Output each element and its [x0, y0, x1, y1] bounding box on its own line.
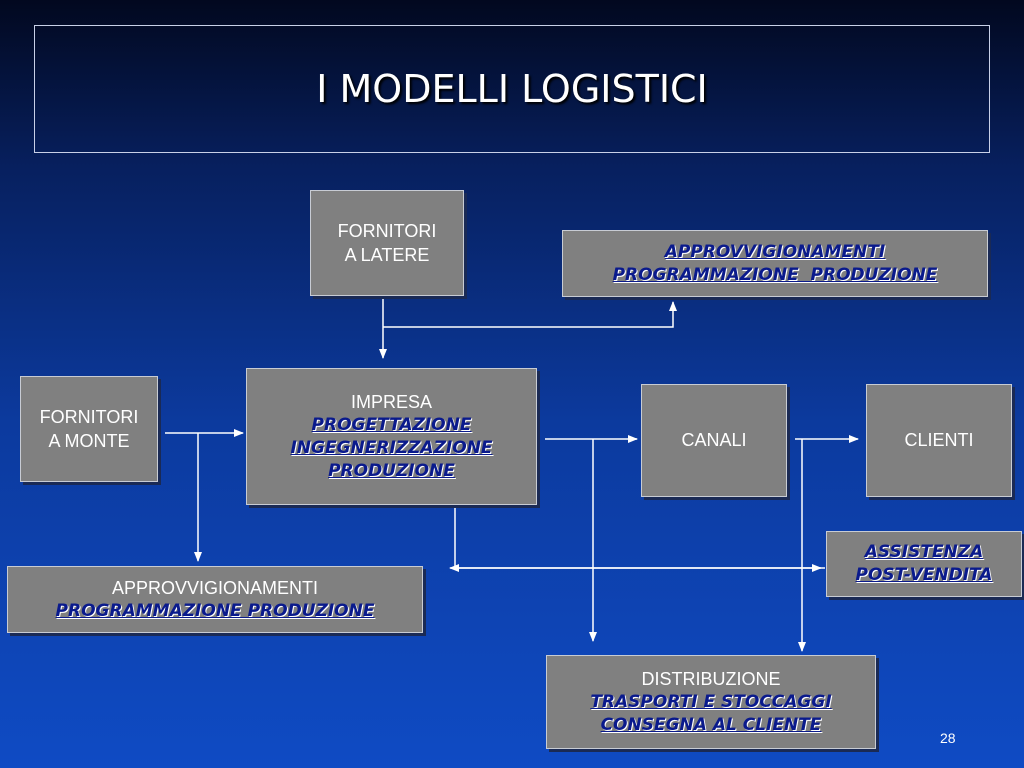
node-fornitori-a-monte: FORNITORI A MONTE: [20, 376, 158, 482]
node-clienti: CLIENTI: [866, 384, 1012, 497]
node-label: CANALI: [681, 430, 747, 451]
node-distribuzione: DISTRIBUZIONE TRASPORTI E STOCCAGGI CONS…: [546, 655, 876, 749]
node-label: DISTRIBUZIONE: [641, 668, 781, 689]
node-label: A LATERE: [344, 245, 430, 265]
node-assistenza-post-vendita: ASSISTENZA POST-VENDITA: [826, 531, 1022, 597]
title-frame: I MODELLI LOGISTICI: [34, 25, 990, 153]
page-number: 28: [940, 730, 956, 746]
node-label: APPROVVIGIONAMENTI: [111, 577, 319, 598]
node-label: PROGRAMMAZIONE PRODUZIONE: [55, 601, 375, 622]
node-label: FORNITORI: [39, 406, 139, 427]
node-label: CLIENTI: [904, 430, 974, 451]
node-label: PROGETTAZIONE: [311, 415, 472, 436]
node-label: PROGRAMMAZIONE PRODUZIONE: [612, 264, 938, 285]
node-fornitori-a-latere: FORNITORI A LATERE: [310, 190, 464, 296]
node-label: A MONTE: [48, 431, 130, 451]
arrow-latere-to-approvv-top: [383, 301, 677, 328]
node-approvvigionamenti-bottom: APPROVVIGIONAMENTI PROGRAMMAZIONE PRODUZ…: [7, 566, 423, 633]
node-label: POST-VENDITA: [855, 565, 993, 585]
node-label: TRASPORTI E STOCCAGGI: [590, 692, 832, 713]
node-label: PRODUZIONE: [328, 461, 455, 482]
node-label: FORNITORI: [337, 220, 437, 241]
node-label: INGEGNERIZZAZIONE: [290, 438, 493, 459]
node-label: IMPRESA: [350, 391, 433, 412]
node-canali: CANALI: [641, 384, 787, 497]
node-label: ASSISTENZA: [864, 542, 984, 563]
node-label: CONSEGNA AL CLIENTE: [600, 715, 822, 736]
node-approvvigionamenti-top: APPROVVIGIONAMENTI PROGRAMMAZIONE PRODUZ…: [562, 230, 988, 297]
slide-title: I MODELLI LOGISTICI: [316, 67, 708, 111]
node-label: APPROVVIGIONAMENTI: [664, 241, 886, 262]
node-impresa: IMPRESA PROGETTAZIONE INGEGNERIZZAZIONE …: [246, 368, 537, 505]
